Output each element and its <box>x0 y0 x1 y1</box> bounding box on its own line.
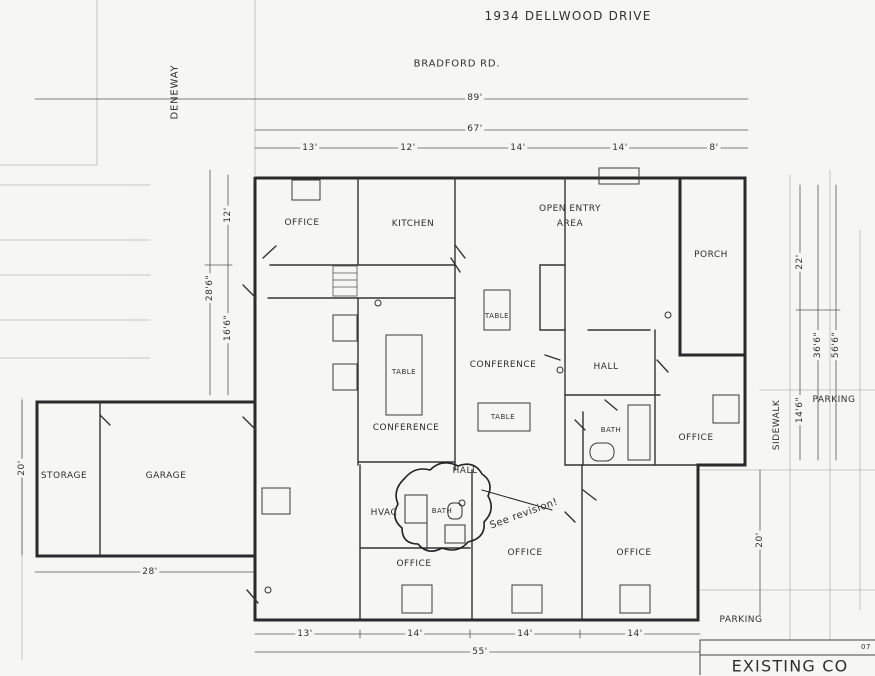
title-block-lines <box>699 639 875 675</box>
dim-bottom-14-c: 14' <box>625 629 645 639</box>
label-table-center-bottom: TABLE <box>490 413 516 421</box>
room-office-nw: OFFICE <box>284 218 320 228</box>
dim-garage-28: 28' <box>140 567 160 577</box>
room-open-entry-line2: AREA <box>556 219 584 229</box>
room-hvac: HVAC <box>370 508 398 518</box>
dim-top-14-a: 14' <box>508 143 528 153</box>
street-label-deneway: DENEWAY <box>169 64 181 120</box>
label-parking-lower: PARKING <box>719 615 763 625</box>
room-hall-lower: HALL <box>452 466 478 476</box>
room-office-se: OFFICE <box>616 548 652 558</box>
interior-walls <box>99 177 699 621</box>
street-label-bradford: BRADFORD RD. <box>413 58 501 70</box>
address-title: 1934 DELLWOOD DRIVE <box>484 9 652 23</box>
furniture <box>261 167 740 614</box>
door-marks <box>99 244 669 604</box>
dim-right-20: 20' <box>755 530 765 550</box>
room-garage: GARAGE <box>145 471 187 481</box>
room-storage: STORAGE <box>40 471 88 481</box>
dim-overall-89: 89' <box>465 93 485 103</box>
label-table-left: TABLE <box>391 368 417 376</box>
dim-right-56-6: 56'6" <box>831 329 841 361</box>
room-conference-center: CONFERENCE <box>469 360 537 370</box>
dim-left-12: 12' <box>223 205 233 225</box>
dim-top-14-b: 14' <box>610 143 630 153</box>
revision-cloud <box>394 462 492 552</box>
room-office-east: OFFICE <box>678 433 714 443</box>
dim-overall-67: 67' <box>465 124 485 134</box>
site-lines <box>0 0 875 661</box>
dim-right-14-6: 14'6" <box>795 394 805 426</box>
label-table-center-top: TABLE <box>484 312 510 320</box>
room-porch: PORCH <box>694 250 728 260</box>
dim-garage-20: 20' <box>17 458 27 478</box>
dim-top-12: 12' <box>398 143 418 153</box>
dim-bottom-13: 13' <box>295 629 315 639</box>
dim-right-36-6: 36'6" <box>813 329 823 361</box>
exterior-walls <box>35 176 747 622</box>
lower-bath-fixtures <box>404 494 466 551</box>
room-office-s-mid: OFFICE <box>507 548 543 558</box>
dim-bottom-14-a: 14' <box>405 629 425 639</box>
room-conference-left: CONFERENCE <box>372 423 440 433</box>
room-bath-lower: BATH <box>431 507 453 515</box>
room-bath-upper: BATH <box>600 426 622 434</box>
dim-bottom-55: 55' <box>470 647 490 657</box>
stair-lines <box>332 265 358 297</box>
title-block-text: EXISTING CO <box>731 656 849 676</box>
room-office-sw: OFFICE <box>396 559 432 569</box>
label-parking-upper: PARKING <box>812 395 856 405</box>
room-open-entry-line1: OPEN ENTRY <box>539 204 601 214</box>
room-hall-upper: HALL <box>593 362 619 372</box>
dim-left-28-6: 28'6" <box>205 272 215 304</box>
symbol-marks <box>264 299 672 594</box>
dim-top-8: 8' <box>707 143 721 153</box>
dim-top-13: 13' <box>300 143 320 153</box>
room-kitchen: KITCHEN <box>391 219 435 229</box>
dim-bottom-14-b: 14' <box>515 629 535 639</box>
label-sidewalk: SIDEWALK <box>772 399 782 451</box>
revision-number: 07 <box>861 643 871 651</box>
dim-right-22: 22' <box>795 252 805 272</box>
dim-left-16-6: 16'6" <box>223 312 233 344</box>
